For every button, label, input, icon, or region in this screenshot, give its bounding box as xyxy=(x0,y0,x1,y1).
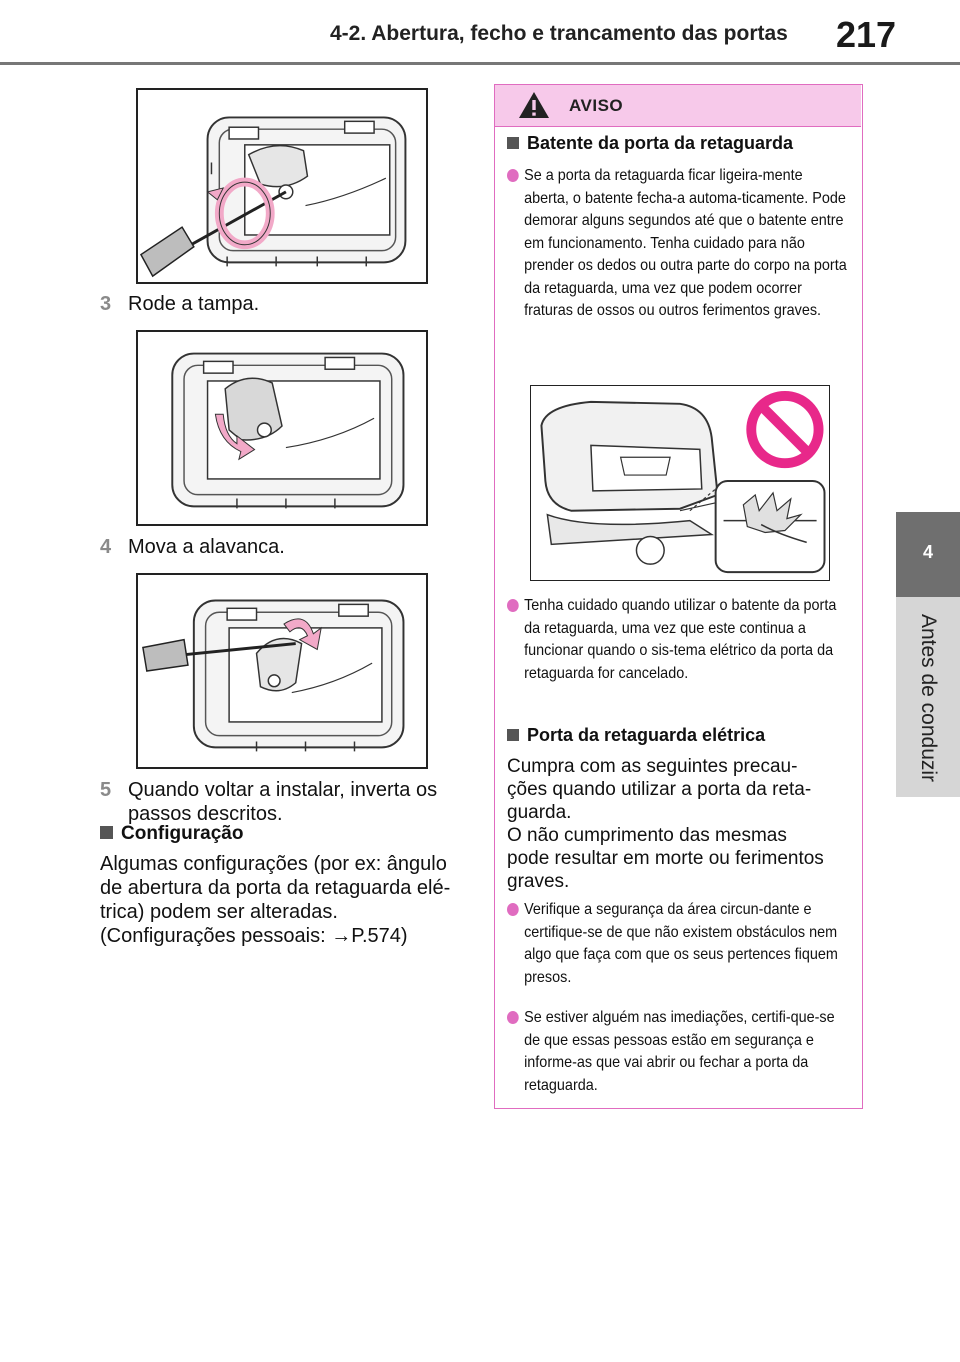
config-body: Algumas configurações (por ex: ângulo de… xyxy=(100,852,480,948)
warning-bullet: Verifique a segurança da área circun-dan… xyxy=(507,899,838,989)
step-text: Rode a tampa. xyxy=(128,293,260,315)
config-line: trica) podem ser alteradas. xyxy=(100,901,338,923)
figure-tailgate-warning xyxy=(530,385,830,581)
config-line: de abertura da porta da retaguarda elé- xyxy=(100,877,451,899)
warning-bullet-text: Verifique a segurança da área circun-dan… xyxy=(524,901,838,986)
section-title: 4-2. Abertura, fecho e trancamento das p… xyxy=(330,22,788,45)
warning-section1-title: Batente da porta da retaguarda xyxy=(527,133,794,153)
figure-rotate-cover xyxy=(136,330,428,526)
config-title: Configuração xyxy=(121,823,244,844)
warning-label: AVISO xyxy=(569,96,624,115)
intro-line: pode resultar em morte ou ferimentos xyxy=(507,848,824,869)
warning-section2-title: Porta da retaguarda elétrica xyxy=(527,725,766,745)
figure-move-lever-illustration xyxy=(142,599,405,752)
chapter-number: 4 xyxy=(922,542,933,562)
header-rule xyxy=(0,62,960,65)
warning-bullet: Se estiver alguém nas imediações, certif… xyxy=(507,1007,835,1097)
warning-bullet: Tenha cuidado quando utilizar o batente … xyxy=(507,595,836,685)
figure-remove-screw-illustration xyxy=(139,116,407,278)
page-number: 217 xyxy=(836,14,897,55)
chapter-tab-strip xyxy=(896,597,960,797)
square-bullet-icon xyxy=(100,826,113,839)
warning-header: AVISO xyxy=(495,85,861,127)
warning-bullet-text: Se estiver alguém nas imediações, certif… xyxy=(524,1009,835,1094)
intro-line: ções quando utilizar a porta da reta- xyxy=(507,779,812,800)
warning-box: AVISO Batente da porta da retaguarda Se … xyxy=(494,84,863,1109)
square-bullet-icon xyxy=(507,137,519,149)
intro-line: guarda. xyxy=(507,802,572,823)
intro-line: O não cumprimento das mesmas xyxy=(507,825,787,846)
chapter-tab: 4 xyxy=(896,512,960,597)
figure-move-lever xyxy=(136,573,428,769)
step-text: Mova a alavanca. xyxy=(128,536,285,558)
intro-line: graves. xyxy=(507,871,570,892)
tailgate-pinch-illustration xyxy=(540,390,826,574)
config-line: (Configurações pessoais: →P.574) xyxy=(100,925,408,947)
bullet-dot-icon xyxy=(507,169,519,182)
figure-rotate-cover-illustration xyxy=(171,352,405,509)
bullet-dot-icon xyxy=(507,1011,519,1024)
step-number: 4 xyxy=(100,536,112,558)
warning-bullet: Se a porta da retaguarda ficar ligeira-m… xyxy=(507,165,847,323)
config-line: Algumas configurações (por ex: ângulo xyxy=(100,853,447,875)
bullet-dot-icon xyxy=(507,903,519,916)
warning-bullet-text: Tenha cuidado quando utilizar o batente … xyxy=(524,597,837,682)
chapter-label: Antes de conduzir xyxy=(917,613,940,783)
figure-remove-screw xyxy=(136,88,428,284)
config-heading: Configuração xyxy=(100,823,243,845)
step-text: Quando voltar a instalar, inverta os pas… xyxy=(128,779,438,825)
warning-bullet-text: Se a porta da retaguarda ficar ligeira-m… xyxy=(524,167,847,319)
warning-section2-heading: Porta da retaguarda elétrica xyxy=(507,725,765,746)
square-bullet-icon xyxy=(507,729,519,741)
bullet-dot-icon xyxy=(507,599,519,612)
prohibition-icon xyxy=(746,390,824,469)
step-number: 3 xyxy=(100,293,112,315)
step-3: 3 Rode a tampa. xyxy=(100,292,460,316)
step-number: 5 xyxy=(100,779,112,801)
warning-section2-intro: Cumpra com as seguintes precau- ções qua… xyxy=(507,755,857,893)
step-5: 5 Quando voltar a instalar, inverta os p… xyxy=(100,778,460,826)
warning-triangle-icon xyxy=(519,92,549,118)
step-4: 4 Mova a alavanca. xyxy=(100,535,460,559)
warning-section1-heading: Batente da porta da retaguarda xyxy=(507,133,793,154)
intro-line: Cumpra com as seguintes precau- xyxy=(507,756,798,777)
